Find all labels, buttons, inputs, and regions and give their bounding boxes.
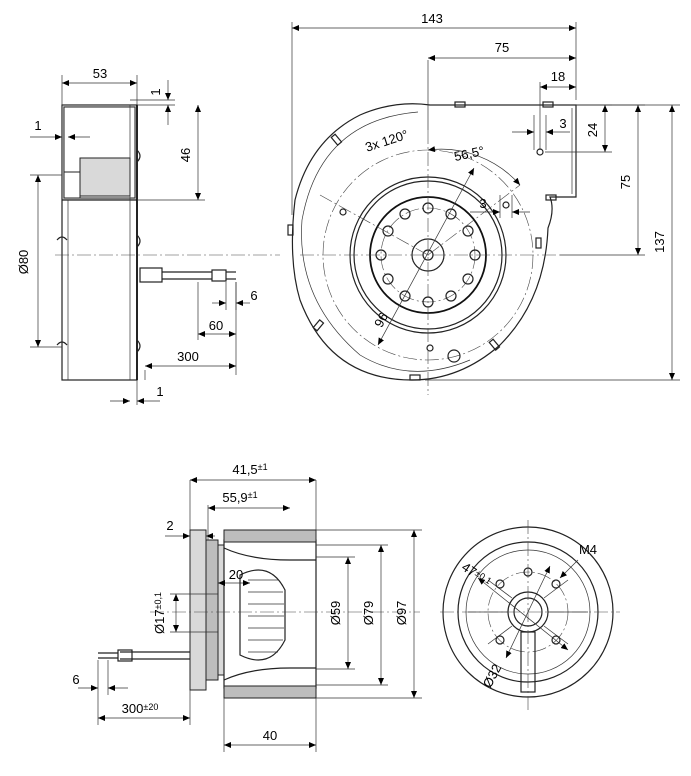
dim-side-offset: 1 [148,88,163,95]
motor-side-view: 41,5±1 55,9±1 2 20 Ø17±0,1 Ø59 Ø79 Ø97 [72,462,422,752]
dim-front-circle: 96 [371,310,391,330]
dim-motor-41: 41,5±1 [232,462,267,477]
dim-front-75v: 75 [618,175,633,189]
dim-side-60: 60 [209,318,223,333]
dim-front-hole-b: 3 [479,196,486,211]
side-motor-box [79,157,131,197]
dim-motor-strip: 6 [72,672,79,687]
dim-motor-shaft: Ø17±0,1 [152,592,167,634]
dim-side-strip: 6 [250,288,257,303]
dim-motor-40: 40 [263,728,277,743]
dim-motor-cable: 300±20 [122,701,159,716]
dim-motor-thread: M4 [579,542,597,557]
motor-front-view: M4 47±0,1 Ø32 [440,520,620,710]
dim-motor-d97: Ø97 [394,601,409,626]
dim-front-width: 143 [421,11,443,26]
dim-motor-step: 2 [166,518,173,533]
dim-side-46: 46 [178,148,193,162]
dim-front-height: 137 [652,231,667,253]
side-view: 53 1 46 1 Ø80 6 60 300 [16,66,280,405]
dim-front-18: 18 [551,69,565,84]
dim-motor-55: 55,9±1 [222,490,257,505]
dim-side-base: 1 [156,384,163,399]
scroll-housing [291,103,577,381]
dim-front-angle: 56,5° [453,143,486,164]
dim-motor-20: 20 [229,567,243,582]
dim-motor-d79: Ø79 [361,601,376,626]
dim-side-width: 53 [93,66,107,81]
rotor-body [223,539,317,689]
dim-front-24: 24 [585,123,600,137]
dim-side-cable: 300 [177,349,199,364]
front-view: 96 143 75 18 3 24 75 137 3x [287,11,680,395]
dim-side-flange: 1 [34,118,41,133]
dim-front-pattern: 3x 120° [363,127,410,155]
dim-front-hole-a: 3 [559,116,566,131]
dim-motor-d59: Ø59 [328,601,343,626]
dim-side-diameter: Ø80 [16,250,31,275]
dim-front-75: 75 [495,40,509,55]
